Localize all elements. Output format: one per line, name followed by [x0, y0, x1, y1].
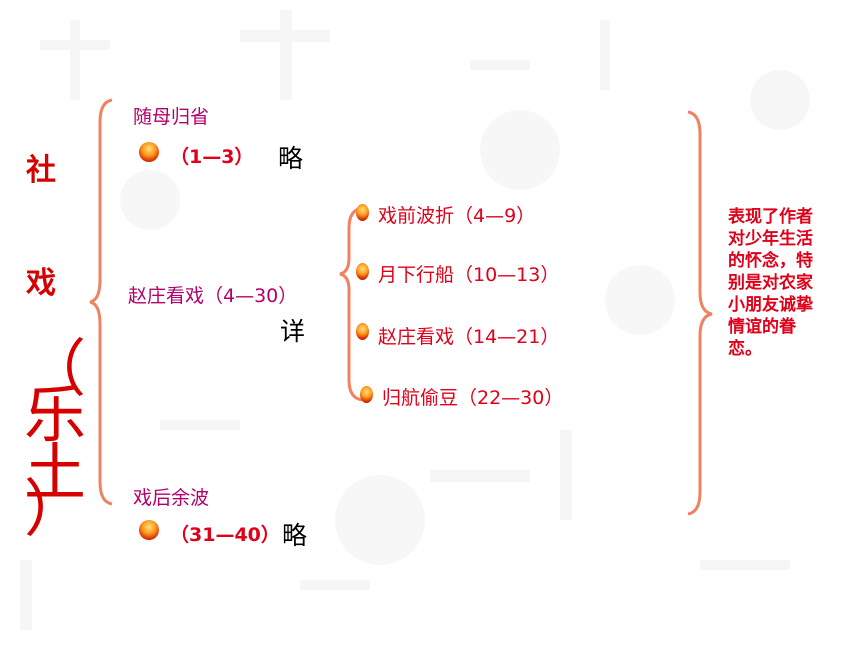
sub-section-label: 赵庄看戏（14—21）: [378, 326, 560, 348]
section-label: 赵庄看戏（4—30）: [128, 285, 298, 307]
middle-brace: [339, 206, 363, 402]
right-brace: [687, 110, 713, 516]
subtitle-char: 土: [24, 436, 87, 509]
sub-section-label: 月下行船（10—13）: [378, 264, 560, 286]
section-note: 略: [278, 144, 304, 173]
summary-text: 表现了作者对少年生活的怀念，特别是对农家小朋友诚挚情谊的眷恋。: [728, 207, 813, 359]
section-range: （1—3）: [170, 146, 254, 168]
section-note: 略: [282, 521, 308, 550]
sub-section-label: 戏前波折（4—9）: [378, 205, 536, 227]
subtitle-paren-close: ）: [24, 472, 87, 545]
bullet-icon: [360, 386, 373, 403]
sub-section-label: 归航偷豆（22—30）: [382, 387, 564, 409]
title-char: 戏: [26, 266, 56, 301]
bullet-icon: [356, 204, 369, 221]
subtitle-paren-open: （: [24, 332, 87, 405]
bullet-icon: [139, 142, 159, 162]
title-char: 社: [26, 153, 56, 188]
bullet-icon: [356, 323, 369, 340]
section-label: 随母归省: [133, 106, 210, 128]
section-range: （31—40）: [170, 524, 280, 546]
subtitle-char: 乐: [24, 378, 87, 451]
bullet-icon: [356, 263, 369, 280]
left-brace: [89, 98, 113, 506]
section-note: 详: [280, 317, 306, 346]
section-label: 戏后余波: [133, 487, 210, 509]
bullet-icon: [139, 520, 159, 540]
